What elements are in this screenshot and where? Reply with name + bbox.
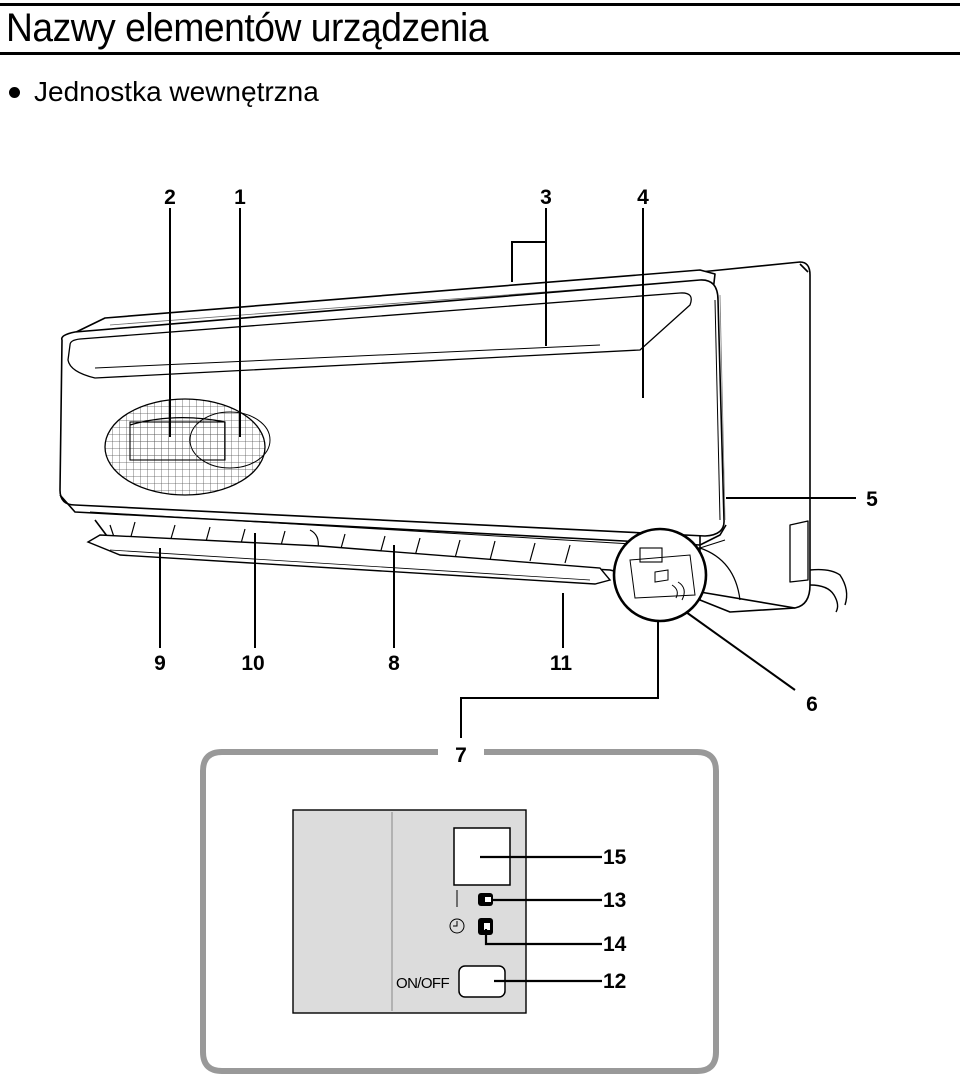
lower-body: [59, 494, 727, 546]
panel-callout-numbers: 15 13 14 12: [603, 846, 627, 993]
display-detail-circle: [612, 527, 708, 623]
pipes: [809, 568, 848, 613]
panel-leader-lines: [480, 855, 602, 983]
air-filter: [104, 398, 271, 496]
air-flap: [86, 534, 612, 585]
title-rule: [0, 52, 960, 55]
clock-icon: [449, 918, 465, 934]
callout-2: 2: [164, 186, 176, 209]
callout-15: 15: [603, 846, 627, 869]
onoff-label: ON/OFF: [396, 975, 449, 992]
callout-10: 10: [241, 652, 264, 675]
callout-8: 8: [388, 652, 400, 675]
callout-5: 5: [866, 488, 878, 511]
callout-14: 14: [603, 933, 627, 956]
bullet-icon: [9, 86, 20, 98]
callout-11: 11: [550, 652, 573, 675]
callout-13: 13: [603, 889, 626, 912]
top-rule: [0, 3, 960, 6]
callout-9: 9: [154, 652, 166, 675]
callout-4: 4: [637, 186, 649, 209]
subtitle: Jednostka wewnętrzna: [34, 76, 319, 107]
control-panel: ON/OFF: [292, 809, 527, 1014]
callout-6: 6: [806, 693, 818, 716]
callout-1: 1: [234, 186, 246, 209]
callout-12: 12: [603, 970, 626, 993]
page-title: Nazwy elementów urządzenia: [6, 6, 489, 50]
subtitle-row: Jednostka wewnętrzna: [0, 72, 319, 112]
callout-7: 7: [455, 744, 467, 767]
detail-frame: [200, 749, 719, 1074]
callout-numbers: 2 1 3 4 5 9 10 8 11 6 7: [154, 186, 878, 767]
leader-lines: [159, 208, 856, 738]
callout-3: 3: [540, 186, 552, 209]
